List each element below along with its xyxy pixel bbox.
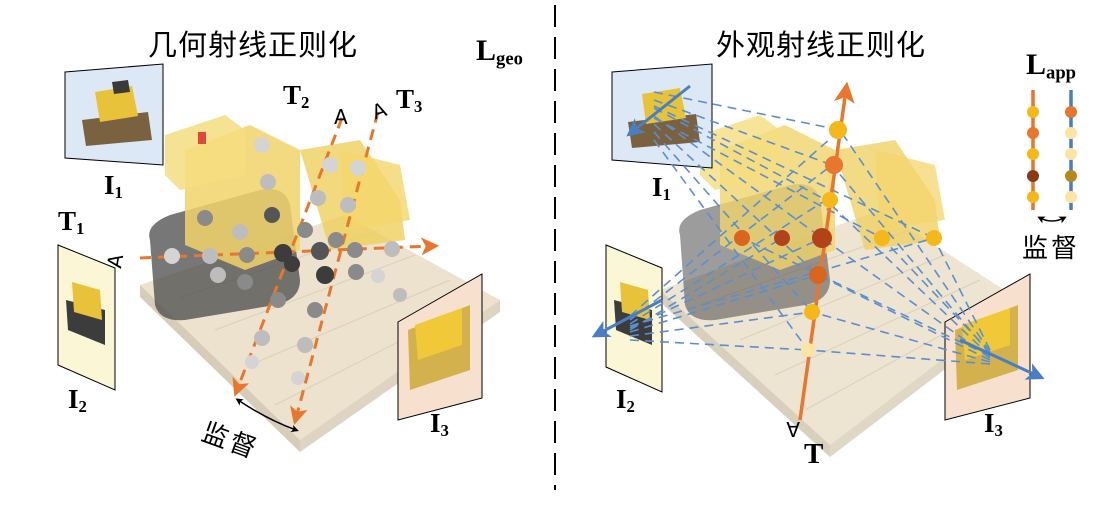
left-camera-label-i2: I2 (68, 386, 87, 416)
ray-origin-t1: A (102, 252, 128, 270)
ray-label-t2: T2 (283, 82, 309, 112)
left-loss-main: L (476, 34, 496, 67)
left-camera-i1 (65, 64, 163, 165)
ray-origin-t3: A (369, 97, 390, 124)
ray-label-t: T (804, 440, 823, 469)
ray-label-t3: T3 (396, 86, 422, 116)
left-loss-label: Lgeo (476, 36, 523, 69)
ray-origin-t: A (786, 417, 800, 441)
right-panel-title: 外观射线正则化 (716, 22, 926, 64)
left-loss-sub: geo (496, 49, 523, 70)
right-loss-label: Lapp (1026, 50, 1076, 83)
left-panel-title: 几何射线正则化 (148, 22, 358, 64)
right-loss-main: L (1026, 48, 1046, 81)
ray-origin-t2: A (334, 105, 348, 129)
color-supervision (1027, 90, 1077, 221)
right-supervision-arc (1040, 218, 1064, 221)
left-camera-label-i3: I3 (430, 410, 449, 440)
right-camera-label-i3: I3 (984, 410, 1003, 440)
ray-label-t1: T1 (58, 208, 84, 238)
right-camera-label-i2: I2 (616, 386, 635, 416)
right-loss-sub: app (1046, 63, 1076, 84)
right-camera-label-i1: I1 (652, 174, 671, 204)
right-camera-i2 (606, 245, 662, 392)
right-supervision-label: 监督 (1022, 228, 1080, 265)
left-camera-label-i1: I1 (104, 172, 123, 202)
